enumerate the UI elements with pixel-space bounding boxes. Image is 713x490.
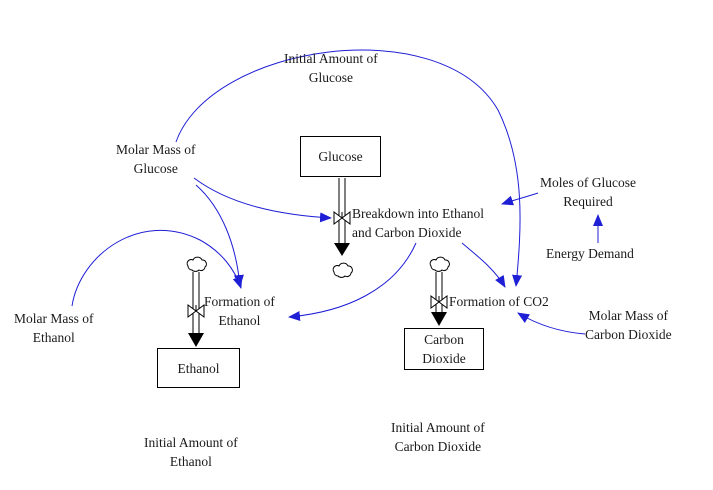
- stock-label: Carbon: [424, 332, 464, 347]
- flow-arrowhead: [431, 312, 447, 326]
- flow-formation-co2-label[interactable]: Formation of CO2: [449, 294, 549, 309]
- stock-label: Dioxide: [422, 351, 466, 366]
- link-molar-glucose-to-co2[interactable]: [175, 49, 523, 287]
- var-molar-mass-carbon-dioxide[interactable]: Molar Mass of Carbon Dioxide: [585, 308, 672, 342]
- stock-carbon-dioxide[interactable]: Carbon Dioxide: [404, 328, 484, 370]
- var-moles-glucose-required[interactable]: Moles of Glucose Required: [540, 175, 636, 209]
- flow-breakdown-label[interactable]: Breakdown into Ethanol and Carbon Dioxid…: [352, 206, 484, 240]
- cloud-icon: [429, 256, 450, 272]
- link-breakdown-to-co2-formation[interactable]: [461, 242, 506, 288]
- var-initial-amount-glucose[interactable]: Initial Amount of Glucose: [284, 51, 378, 85]
- var-molar-mass-glucose[interactable]: Molar Mass of Glucose: [116, 142, 196, 176]
- stock-label: Glucose: [318, 149, 363, 164]
- link-molar-glucose-to-ethanol-formation[interactable]: [195, 184, 244, 287]
- stock-glucose[interactable]: Glucose: [300, 136, 381, 177]
- flow-pipe-ethanol: [188, 272, 204, 347]
- flow-pipe-breakdown: [334, 178, 350, 256]
- cloud-icon: [186, 256, 207, 272]
- link-breakdown-to-ethanol-formation[interactable]: [288, 242, 417, 321]
- flow-formation-ethanol-label[interactable]: Formation of Ethanol: [204, 294, 275, 328]
- link-molar-glucose-to-breakdown[interactable]: [193, 177, 332, 223]
- var-initial-amount-ethanol[interactable]: Initial Amount of Ethanol: [144, 435, 238, 469]
- link-moles-glucose-to-breakdown[interactable]: [501, 192, 539, 206]
- stock-label: Ethanol: [177, 360, 220, 376]
- valve-icon[interactable]: [187, 304, 205, 318]
- var-energy-demand[interactable]: Energy Demand: [546, 246, 634, 261]
- flow-arrowhead: [188, 333, 204, 347]
- link-molar-co2-to-co2-formation[interactable]: [517, 312, 586, 335]
- var-molar-mass-ethanol[interactable]: Molar Mass of Ethanol: [14, 311, 94, 345]
- valve-icon[interactable]: [333, 211, 351, 225]
- link-molar-ethanol-to-ethanol-formation[interactable]: [71, 229, 243, 307]
- flow-pipe-co2: [431, 272, 447, 326]
- var-initial-amount-carbon-dioxide[interactable]: Initial Amount of Carbon Dioxide: [391, 420, 485, 454]
- cloud-icon: [332, 262, 353, 278]
- valve-icon[interactable]: [430, 295, 448, 309]
- flow-arrowhead: [334, 243, 350, 256]
- stock-ethanol[interactable]: Ethanol: [157, 348, 240, 388]
